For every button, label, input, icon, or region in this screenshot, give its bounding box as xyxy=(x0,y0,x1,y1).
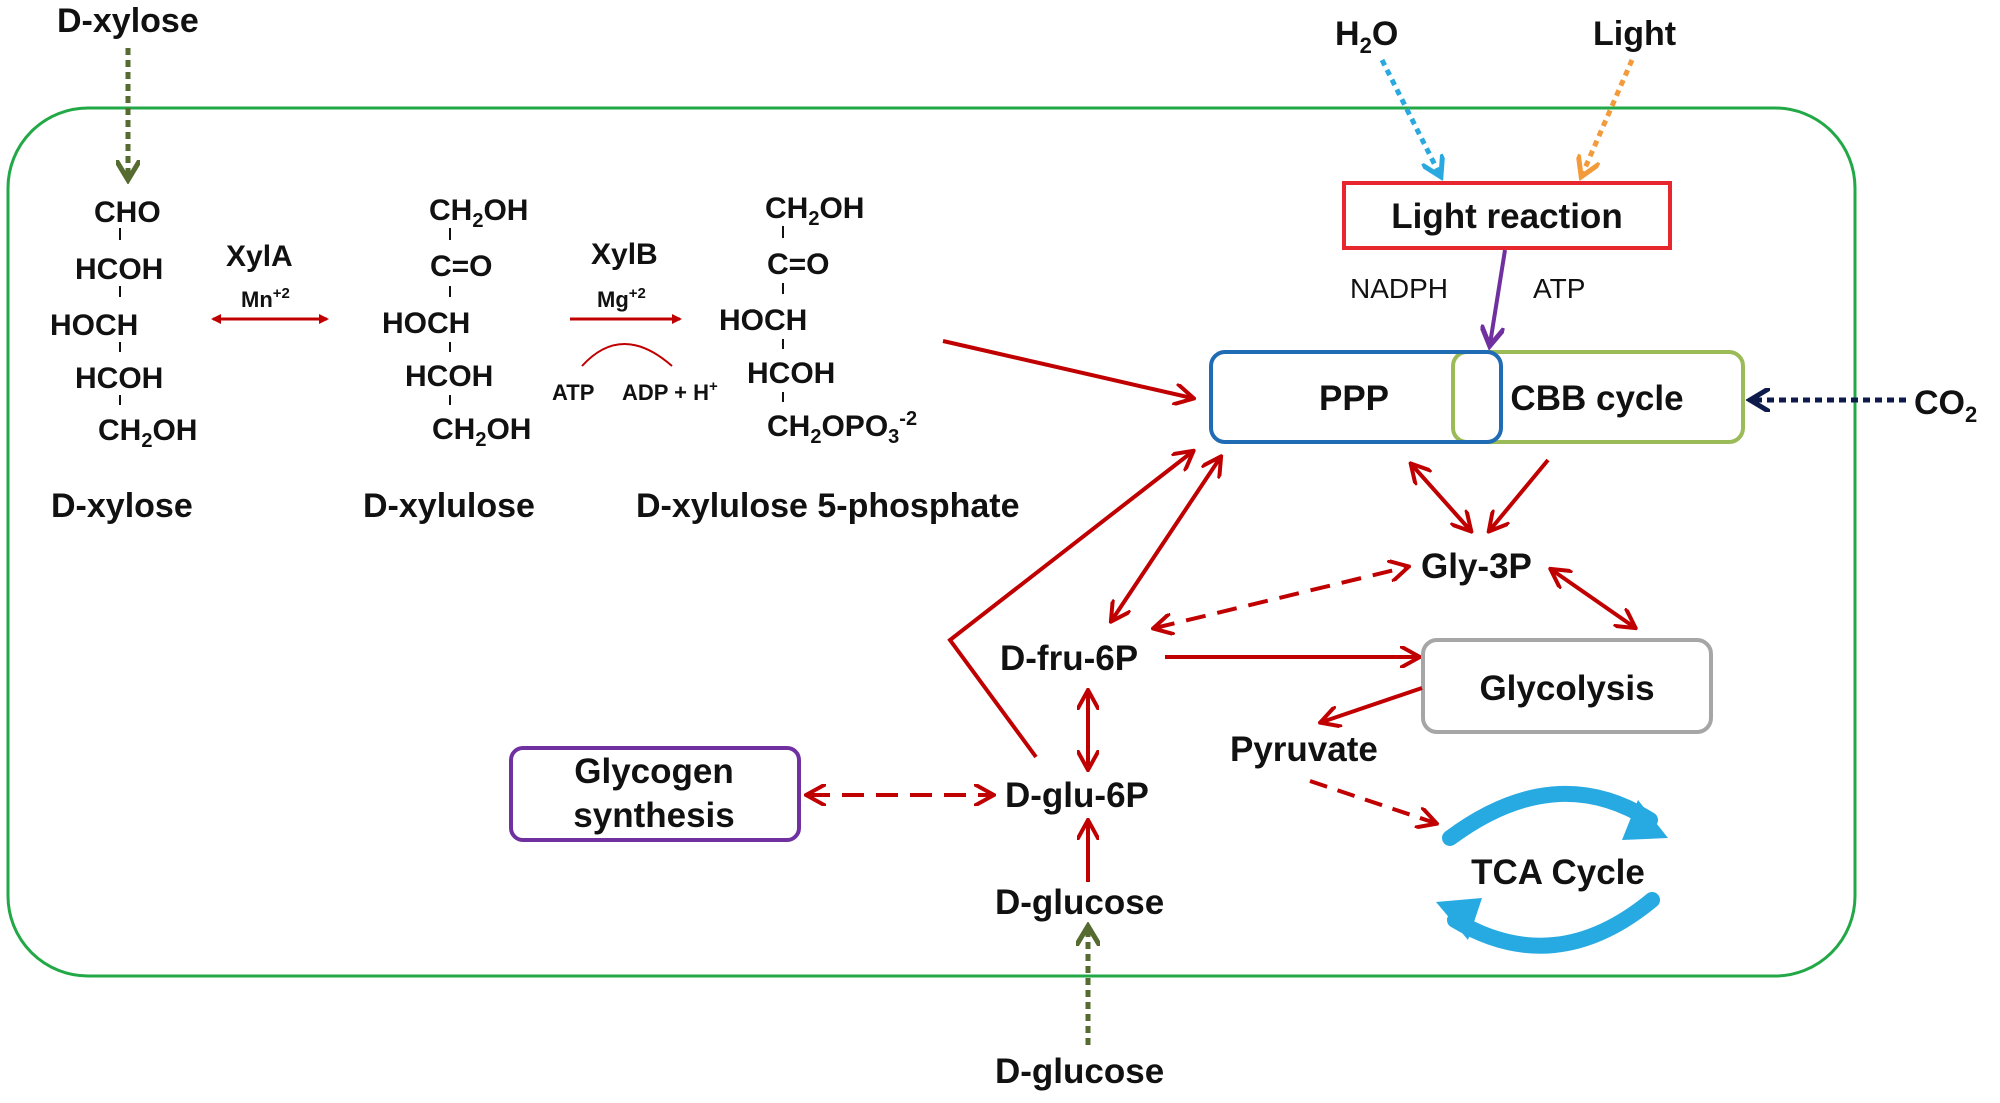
xylb-adp-label: ADP + H+ xyxy=(622,378,718,405)
nadph-label: NADPH xyxy=(1350,273,1448,304)
cbb-cycle-label: CBB cycle xyxy=(1510,379,1683,418)
x5p-structure: CH2OH C=O HOCH HCOH CH2OPO3-2 xyxy=(719,192,917,448)
tca-cycle-label: TCA Cycle xyxy=(1471,853,1645,892)
svg-text:HCOH: HCOH xyxy=(747,357,835,390)
svg-text:CH2OPO3-2: CH2OPO3-2 xyxy=(767,408,917,448)
svg-text:HOCH: HOCH xyxy=(719,304,807,337)
atp-label: ATP xyxy=(1533,273,1585,304)
light-reaction-box xyxy=(1342,181,1672,250)
svg-text:C=O: C=O xyxy=(767,248,830,281)
cell-boundary xyxy=(6,106,1857,978)
water-label: H2O xyxy=(1335,15,1398,58)
water-input-arrow xyxy=(1379,58,1440,175)
pyruvate-node: Pyruvate xyxy=(1230,730,1378,769)
ppp-box xyxy=(1209,350,1503,444)
svg-text:C=O: C=O xyxy=(430,250,493,283)
svg-text:HCOH: HCOH xyxy=(75,362,163,395)
cbb-cycle-box xyxy=(1451,350,1745,444)
glycolysis-to-pyruvate-arrow xyxy=(1322,686,1423,722)
xylb-cofactor-label: Mg+2 xyxy=(597,285,646,312)
svg-text:CH2OH: CH2OH xyxy=(432,413,531,451)
xylose-name: D-xylose xyxy=(51,487,193,525)
svg-text:HCOH: HCOH xyxy=(405,360,493,393)
glycogen-label-line2: synthesis xyxy=(573,796,734,835)
light-input-arrow xyxy=(1582,59,1635,175)
light-reaction-label: Light reaction xyxy=(1391,197,1622,236)
glucose-node: D-glucose xyxy=(995,883,1164,922)
gly3p-glycolysis-arrow xyxy=(1552,570,1634,627)
xylose-structure: CHO HCOH HOCH HCOH CH2OH xyxy=(50,196,197,452)
x5p-to-ppp-arrow xyxy=(942,339,1192,398)
svg-text:CH2OH: CH2OH xyxy=(98,414,197,452)
xyla-cofactor-label: Mn+2 xyxy=(241,285,290,312)
xyla-enzyme-label: XylA xyxy=(226,240,293,273)
co2-label: CO2 xyxy=(1914,384,1977,427)
tca-cycle-icon xyxy=(1436,785,1668,954)
svg-text:CHO: CHO xyxy=(94,196,161,229)
atp-consumption-arc xyxy=(581,343,673,367)
glycogen-synthesis-box xyxy=(509,746,801,842)
fru6p-gly3p-dashed-arrow xyxy=(1155,567,1407,628)
svg-text:HOCH: HOCH xyxy=(382,307,470,340)
glu6p-node: D-glu-6P xyxy=(1005,776,1149,815)
svg-text:HCOH: HCOH xyxy=(75,253,163,286)
svg-text:HOCH: HOCH xyxy=(50,309,138,342)
glycogen-label-line1: Glycogen xyxy=(574,752,733,791)
ppp-label: PPP xyxy=(1319,379,1389,418)
nadph-atp-arrow xyxy=(1490,249,1507,344)
xylulose-name: D-xylulose xyxy=(363,487,535,525)
glu6p-to-ppp-arrow xyxy=(947,452,1192,759)
xylb-enzyme-label: XylB xyxy=(591,238,658,271)
cbb-to-gly3p-arrow xyxy=(1490,458,1550,530)
fru6p-node: D-fru-6P xyxy=(1000,639,1138,678)
svg-text:CH2OH: CH2OH xyxy=(765,192,864,230)
glycolysis-label: Glycolysis xyxy=(1479,669,1654,708)
light-label: Light xyxy=(1593,15,1676,53)
glycolysis-box xyxy=(1421,638,1713,734)
external-xylose-label: D-xylose xyxy=(57,2,199,40)
svg-text:CH2OH: CH2OH xyxy=(429,194,528,232)
fru6p-ppp-arrow xyxy=(1112,458,1220,620)
gly3p-node: Gly-3P xyxy=(1421,547,1532,586)
xylb-atp-label: ATP xyxy=(552,380,594,405)
xylulose-structure: CH2OH C=O HOCH HCOH CH2OH xyxy=(382,194,531,451)
pyruvate-to-tca-arrow xyxy=(1309,779,1435,823)
x5p-name: D-xylulose 5-phosphate xyxy=(636,487,1020,525)
external-glucose-label: D-glucose xyxy=(995,1052,1164,1091)
ppp-gly3p-arrow xyxy=(1412,465,1470,530)
